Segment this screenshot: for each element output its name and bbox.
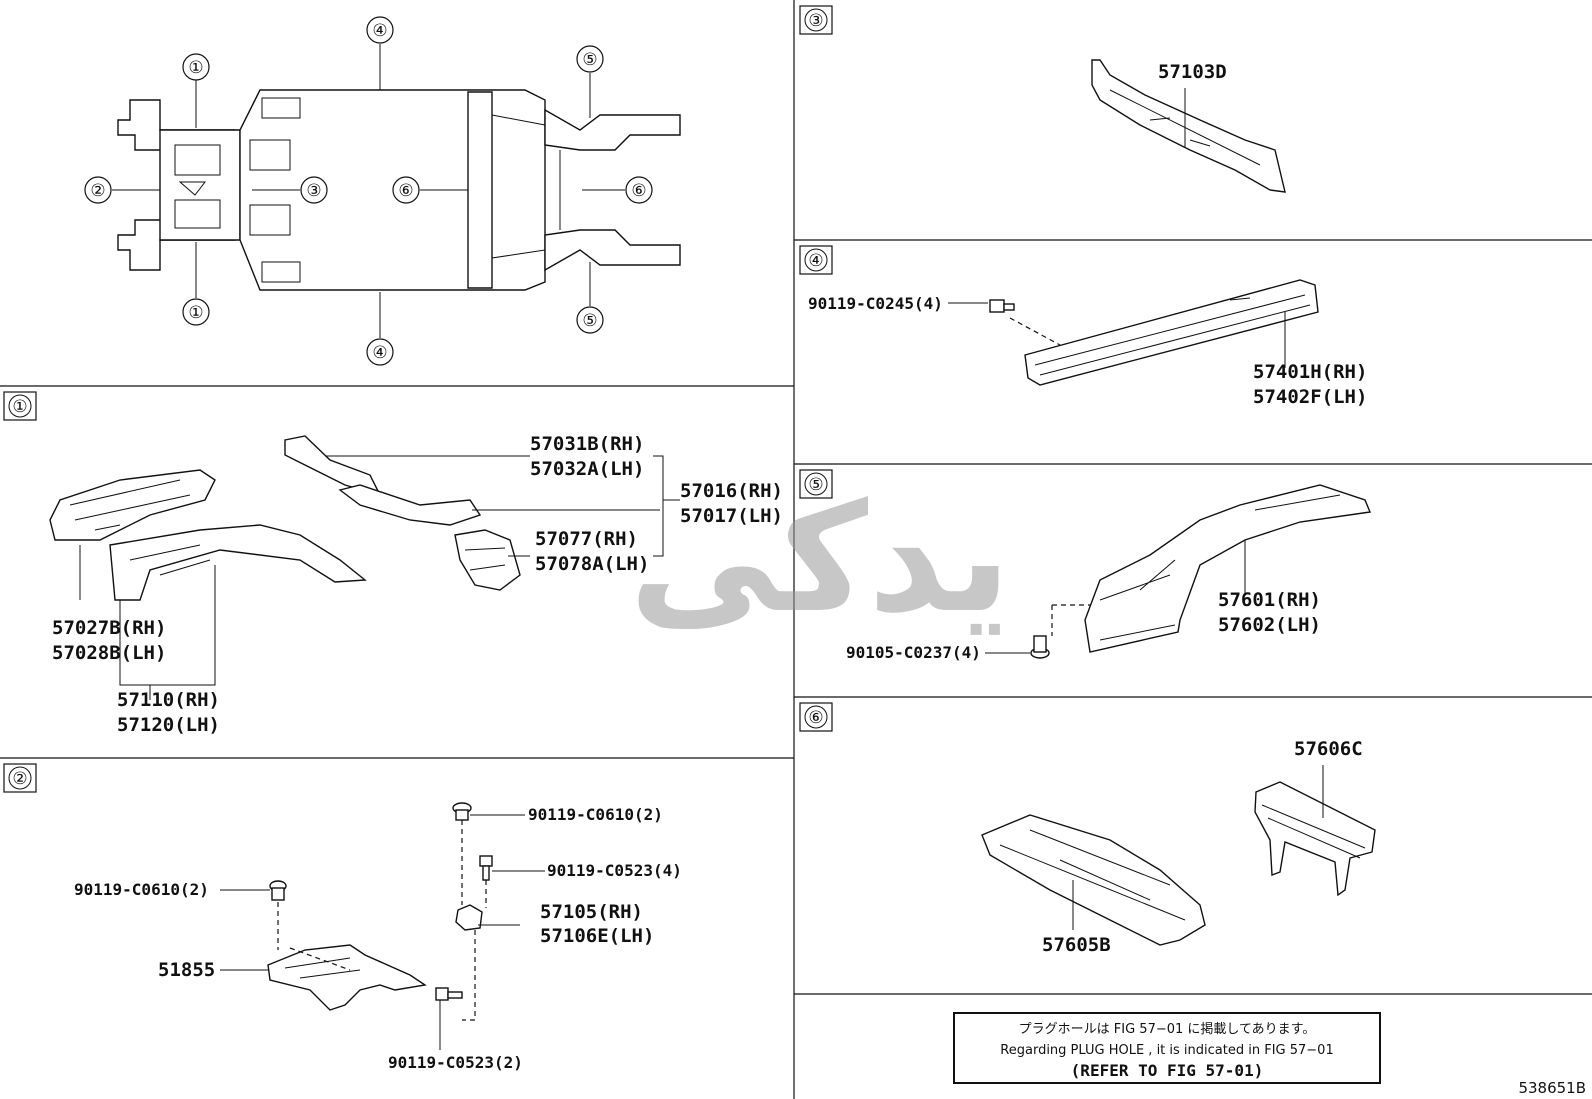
label-bolt-90119-c0610-left: 90119-C0610(2)	[74, 880, 209, 899]
label-51855: 51855	[158, 959, 215, 981]
section-2: ② 90119-C0610(2) 90119-C	[3, 763, 682, 1072]
crossmember-51855-part	[267, 944, 427, 1011]
svg-text:⑥: ⑥	[631, 181, 646, 201]
label-57103d: 57103D	[1158, 61, 1227, 83]
overview-callouts: ④ ① ⑤ ② ③ ⑥ ⑥ ①	[84, 16, 653, 366]
plug-hole-note: プラグホールは FIG 57−01 に掲載してあります。 Regarding P…	[953, 1012, 1381, 1084]
watermark: ﻳﺪﻛﯽ	[629, 472, 1011, 646]
svg-text:⑥: ⑥	[398, 181, 413, 201]
label-57031b: 57031B(RH)	[530, 433, 644, 455]
apron-reinforcement-part	[338, 484, 482, 526]
label-57602: 57602(LH)	[1218, 614, 1321, 636]
label-57401h: 57401H(RH)	[1253, 361, 1367, 383]
callout-6-right: ⑥	[625, 176, 653, 204]
label-57078a: 57078A(LH)	[535, 553, 649, 575]
rocker-sill-57401h-part	[1024, 279, 1319, 386]
bolt-icon	[435, 987, 463, 1001]
section-1-tag: ①	[12, 397, 27, 417]
section-4: ④ 90119-C0245(4) 57401H(RH) 57402F(LH)	[799, 245, 1367, 408]
svg-text:①: ①	[188, 303, 203, 323]
bolt-icon	[989, 299, 1015, 313]
label-57606c: 57606C	[1294, 738, 1363, 760]
callout-3: ③	[300, 176, 328, 204]
svg-text:⑤: ⑤	[582, 311, 597, 331]
note-jp: プラグホールは FIG 57−01 に掲載してあります。	[1019, 1021, 1316, 1037]
svg-text:⑤: ⑤	[582, 50, 597, 70]
label-bolt-90119-c0245: 90119-C0245(4)	[808, 294, 943, 313]
label-57027b: 57027B(RH)	[52, 617, 166, 639]
svg-text:①: ①	[188, 58, 203, 78]
bolt-icon	[1030, 635, 1050, 659]
label-57601: 57601(RH)	[1218, 589, 1321, 611]
callout-1-bottom: ①	[182, 298, 210, 326]
rear-floor-side-member-57601-part	[1084, 484, 1371, 653]
section-5: ⑤ 90105-C0237(4) 57601(RH) 57602(LH)	[799, 469, 1371, 662]
overview-leaders	[112, 44, 625, 338]
callout-1-top: ①	[182, 53, 210, 81]
figure-id: 538651B	[1518, 1079, 1586, 1097]
svg-text:③: ③	[306, 181, 321, 201]
label-bolt-90105-c0237: 90105-C0237(4)	[846, 643, 981, 662]
bolt-icon	[452, 802, 472, 821]
reinforcement-57103d-part	[1091, 59, 1286, 193]
floor-tunnel-57605b-part	[981, 814, 1206, 946]
section-6: ⑥ 57606C 57605B	[799, 702, 1376, 956]
svg-text:②: ②	[90, 181, 105, 201]
section-4-tag: ④	[808, 251, 823, 271]
section-3: ③ 57103D	[799, 5, 1286, 193]
front-side-member-part	[49, 469, 216, 541]
bolt-icon	[479, 855, 493, 881]
label-bolt-90119-c0610-top: 90119-C0610(2)	[528, 805, 663, 824]
label-57120: 57120(LH)	[117, 714, 220, 736]
section-5-tag: ⑤	[808, 475, 823, 495]
label-bolt-90119-c0523-4: 90119-C0523(4)	[547, 861, 682, 880]
label-57105: 57105(RH)	[540, 901, 643, 923]
label-57077: 57077(RH)	[535, 528, 638, 550]
svg-text:④: ④	[372, 21, 387, 41]
section-2-tag: ②	[12, 769, 27, 789]
section-1: ① 57031B(RH) 57032A(LH) 57016(RH) 57017(…	[3, 391, 783, 736]
callout-2: ②	[84, 176, 112, 204]
label-57032a: 57032A(LH)	[530, 458, 644, 480]
label-bolt-90119-c0523-2: 90119-C0523(2)	[388, 1053, 523, 1072]
label-57028b: 57028B(LH)	[52, 642, 166, 664]
note-ref: (REFER TO FIG 57-01)	[1071, 1061, 1264, 1080]
section-3-tag: ③	[808, 11, 823, 31]
callout-6-left: ⑥	[392, 176, 420, 204]
callout-5-top: ⑤	[576, 45, 604, 73]
label-57017: 57017(LH)	[680, 505, 783, 527]
callout-4-bottom: ④	[366, 338, 394, 366]
svg-text:④: ④	[372, 343, 387, 363]
label-57016: 57016(RH)	[680, 480, 783, 502]
label-57110: 57110(RH)	[117, 689, 220, 711]
section-6-tag: ⑥	[808, 708, 823, 728]
callout-4-top: ④	[366, 16, 394, 44]
upper-member-part	[284, 435, 382, 497]
label-57402f: 57402F(LH)	[1253, 386, 1367, 408]
bracket-57105-part	[455, 904, 483, 931]
label-57106e: 57106E(LH)	[540, 925, 654, 947]
callout-5-bottom: ⑤	[576, 306, 604, 334]
note-en: Regarding PLUG HOLE , it is indicated in…	[1000, 1043, 1333, 1058]
label-57605b: 57605B	[1042, 934, 1111, 956]
bolt-icon	[269, 880, 287, 901]
bracket-part	[454, 529, 521, 591]
front-apron-part	[109, 524, 367, 601]
